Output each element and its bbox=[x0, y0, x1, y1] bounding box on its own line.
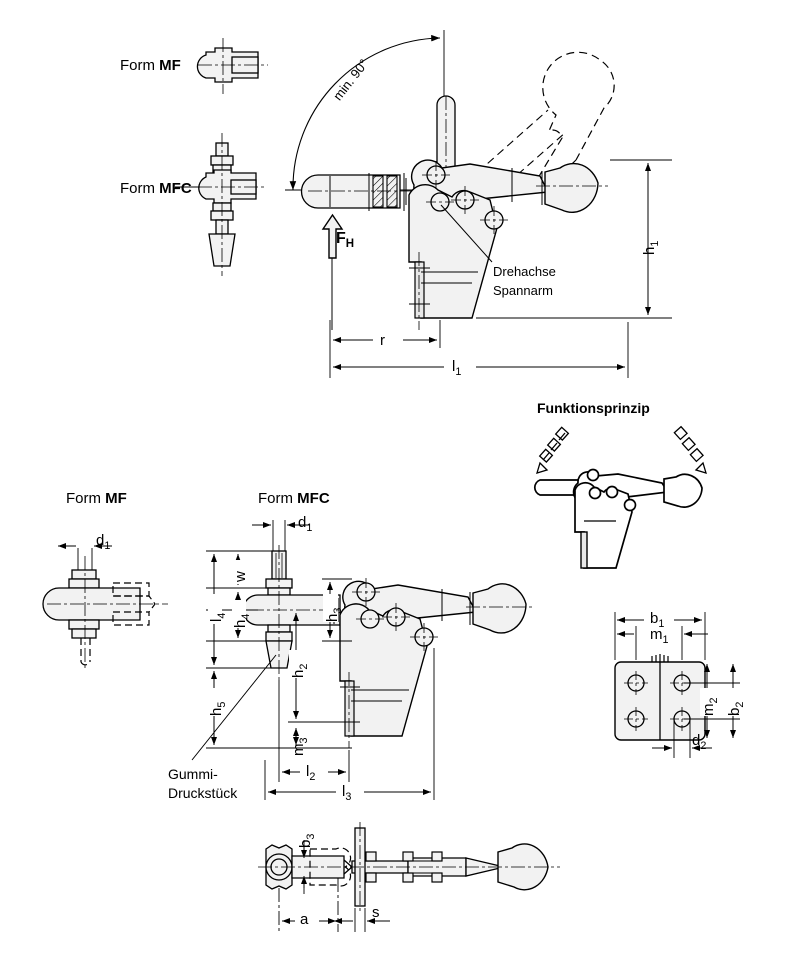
group-top-form-mf bbox=[196, 38, 268, 94]
label-gummi-line2: Druckstück bbox=[168, 785, 238, 801]
dim-label-h5: h5 bbox=[208, 701, 228, 716]
label-force-fh: FH bbox=[336, 230, 355, 251]
group-bottom-view bbox=[258, 822, 560, 932]
label-spannarm: Spannarm bbox=[493, 283, 553, 298]
group-base-plate bbox=[614, 612, 741, 758]
label-form-mf-top: Form MF bbox=[120, 57, 181, 74]
dim-label-b3: b3 bbox=[297, 833, 317, 848]
dim-label-l2: l2 bbox=[306, 763, 316, 783]
dim-label-h4: h4 bbox=[232, 613, 252, 628]
dim-label-m3: m3 bbox=[290, 737, 310, 756]
dim-label-b1: b1 bbox=[650, 610, 665, 630]
label-form-mfc-lower: Form MFC bbox=[258, 490, 330, 507]
dim-label-l1: l1 bbox=[452, 358, 462, 378]
dim-label-d1-left: d1 bbox=[96, 532, 111, 552]
label-drehachse: Drehachse bbox=[493, 264, 556, 279]
label-funktionsprinzip: Funktionsprinzip bbox=[537, 400, 650, 416]
dim-label-h1: h1 bbox=[641, 240, 661, 255]
label-form-mfc-top: Form MFC bbox=[120, 180, 192, 197]
group-lower-form-mf bbox=[42, 543, 168, 668]
label-gummi-line1: Gummi- bbox=[168, 766, 218, 782]
group-funktionsprinzip bbox=[534, 425, 707, 569]
dim-label-h2: h2 bbox=[290, 663, 310, 678]
dim-label-m2: m2 bbox=[700, 697, 720, 716]
dim-label-d2: d2 bbox=[692, 732, 707, 752]
dim-label-a: a bbox=[300, 911, 309, 928]
dim-label-l3: l3 bbox=[342, 783, 352, 803]
label-form-mf-lower: Form MF bbox=[66, 490, 127, 507]
dim-label-r: r bbox=[380, 332, 385, 349]
dim-label-h3: h3 bbox=[324, 607, 344, 622]
dim-label-l4: l4 bbox=[208, 612, 228, 622]
group-main-view bbox=[285, 30, 672, 378]
dim-label-w: w bbox=[232, 571, 249, 582]
dim-label-d1-right: d1 bbox=[298, 514, 313, 534]
dim-label-s: s bbox=[372, 904, 380, 921]
group-top-form-mfc bbox=[175, 133, 266, 276]
dim-label-b2: b2 bbox=[726, 701, 746, 716]
dim-label-m1: m1 bbox=[650, 626, 669, 646]
group-lower-form-mfc bbox=[191, 520, 534, 802]
